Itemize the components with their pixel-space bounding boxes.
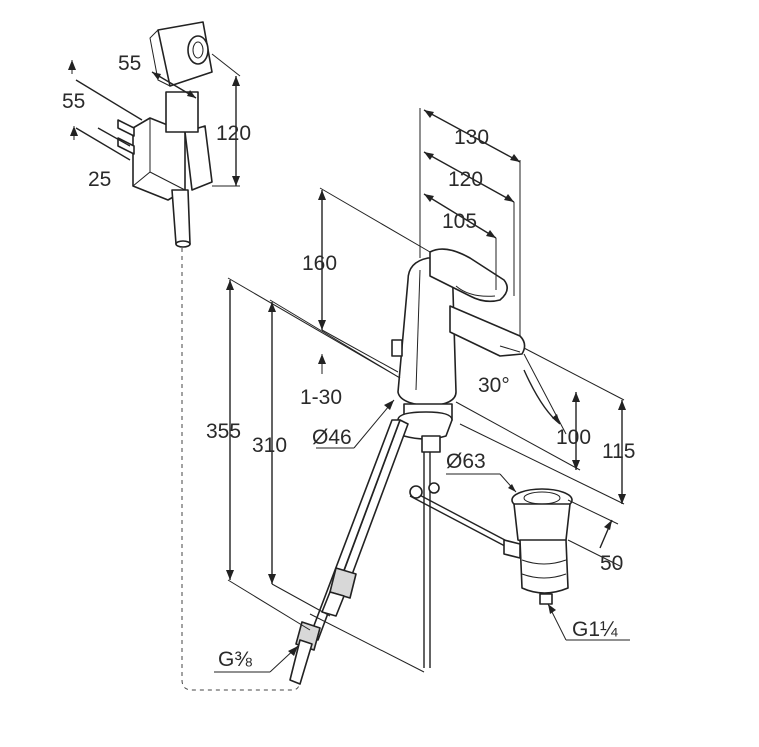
dim-mounting-range: 1-30 [300, 386, 342, 409]
dim-waste-50: 50 [600, 552, 623, 575]
dim-lever-160: 160 [302, 252, 337, 275]
hose-path [181, 248, 303, 691]
dim-waste-thread: G1¼ [572, 618, 618, 641]
dim-spout-120: 120 [448, 168, 483, 191]
dim-spout-100: 100 [556, 426, 591, 449]
dim-spout-105: 105 [442, 210, 477, 233]
dim-waste-diameter: Ø63 [446, 450, 486, 473]
hand-shower-dimensions [68, 53, 241, 187]
dim-holder-55: 55 [62, 90, 85, 113]
dim-holder-25: 25 [88, 168, 111, 191]
hand-shower-assembly [117, 21, 213, 248]
dim-supply-thread: G⅜ [218, 648, 252, 671]
dimension-labels: 55 55 120 25 130 120 105 160 1-30 355 31… [62, 52, 635, 671]
mixer-tap [289, 248, 526, 685]
tap-dimension-lines [214, 108, 630, 673]
dim-total-355: 355 [206, 420, 241, 443]
dim-hand-shower-55: 55 [118, 52, 141, 75]
dim-spout-115: 115 [602, 440, 635, 463]
dim-hose-310: 310 [252, 434, 287, 457]
dim-spout-130: 130 [454, 126, 489, 149]
pop-up-waste [409, 482, 573, 605]
dim-holder-120: 120 [216, 122, 251, 145]
dim-body-diameter: Ø46 [312, 426, 352, 449]
dim-spout-angle: 30° [478, 374, 510, 397]
